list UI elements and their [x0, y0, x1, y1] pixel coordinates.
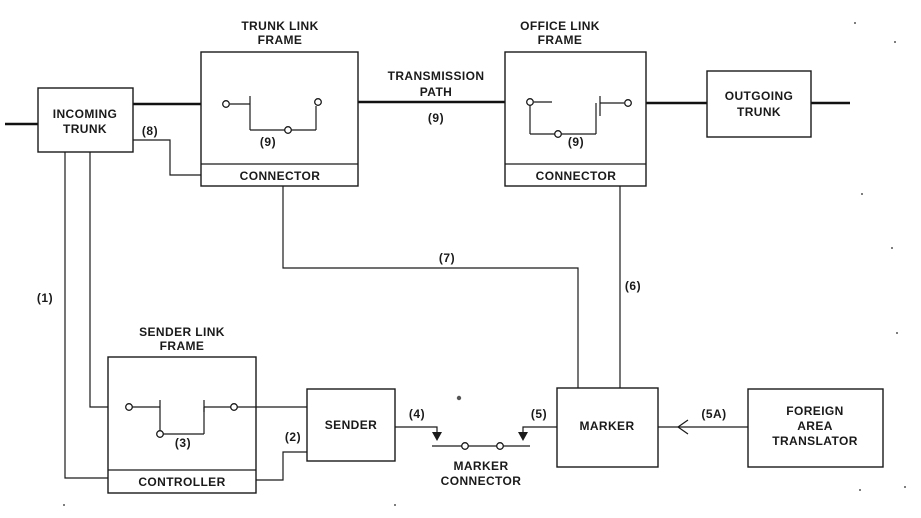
path-label-3: (3) — [175, 436, 191, 450]
path-4-wire — [395, 426, 442, 441]
incoming-trunk-label-line1: INCOMING — [53, 107, 118, 121]
sender-block: SENDER — [306, 388, 396, 462]
office-link-frame-title-line1: OFFICE LINK — [520, 19, 600, 33]
outgoing-trunk-block: OUTGOING TRUNK — [706, 70, 812, 138]
path-8-wire — [133, 139, 201, 176]
path-label-5a: (5A) — [701, 407, 726, 421]
trunk-link-frame-block: CONNECTOR — [200, 51, 359, 187]
translator-label-line1: FOREIGN — [786, 404, 843, 418]
path-7-wire — [282, 186, 579, 388]
trunk-link-crosspoint — [222, 96, 322, 134]
trunk-link-frame-title-line1: TRUNK LINK — [241, 19, 318, 33]
office-link-crosspoint — [526, 96, 632, 138]
office-link-frame-title-line2: FRAME — [538, 33, 583, 47]
foreign-area-translator-block: FOREIGN AREA TRANSLATOR — [747, 388, 884, 468]
incoming-trunk-block: INCOMING TRUNK — [37, 87, 134, 153]
transmission-path-label-line2: PATH — [420, 85, 453, 99]
office-link-connector-label: CONNECTOR — [536, 169, 617, 183]
path-label-9-office-frame: (9) — [568, 135, 584, 149]
marker-block: MARKER — [556, 387, 659, 468]
path-label-1: (1) — [37, 291, 53, 305]
sender-link-frame-title-line2: FRAME — [160, 339, 205, 353]
outgoing-trunk-label-line1: OUTGOING — [725, 89, 794, 103]
path-label-8: (8) — [142, 124, 158, 138]
path-label-7: (7) — [439, 251, 455, 265]
sender-link-frame-title-line1: SENDER LINK — [139, 325, 225, 339]
sender-link-crosspoint — [125, 400, 307, 438]
transmission-path-label-line1: TRANSMISSION — [388, 69, 485, 83]
sender-label: SENDER — [325, 418, 377, 432]
sender-link-frame-block: CONTROLLER — [107, 356, 257, 494]
marker-label: MARKER — [579, 419, 634, 433]
outgoing-trunk-label-line2: TRUNK — [737, 105, 781, 119]
path-label-9-trunk-frame: (9) — [260, 135, 276, 149]
path-label-9-transmission: (9) — [428, 111, 444, 125]
marker-connector-label-line2: CONNECTOR — [441, 474, 522, 488]
office-link-frame-block: CONNECTOR — [504, 51, 647, 187]
trunk-link-connector-label: CONNECTOR — [240, 169, 321, 183]
path-2-wire — [256, 451, 307, 481]
incoming-trunk-label-line2: TRUNK — [63, 122, 107, 136]
path-5-wire — [518, 426, 557, 441]
marker-connector-switch — [432, 442, 530, 450]
translator-label-line2: AREA — [797, 419, 833, 433]
path-label-6: (6) — [625, 279, 641, 293]
translator-label-line3: TRANSLATOR — [772, 434, 858, 448]
path-label-4: (4) — [409, 407, 425, 421]
path-1-wire — [64, 152, 108, 479]
controller-label: CONTROLLER — [138, 475, 225, 489]
trunk-link-frame-title-line2: FRAME — [258, 33, 303, 47]
path-label-5: (5) — [531, 407, 547, 421]
path-label-2: (2) — [285, 430, 301, 444]
path-5a-wire — [658, 419, 748, 435]
marker-connector-label-line1: MARKER — [453, 459, 508, 473]
scan-specks — [63, 22, 906, 506]
